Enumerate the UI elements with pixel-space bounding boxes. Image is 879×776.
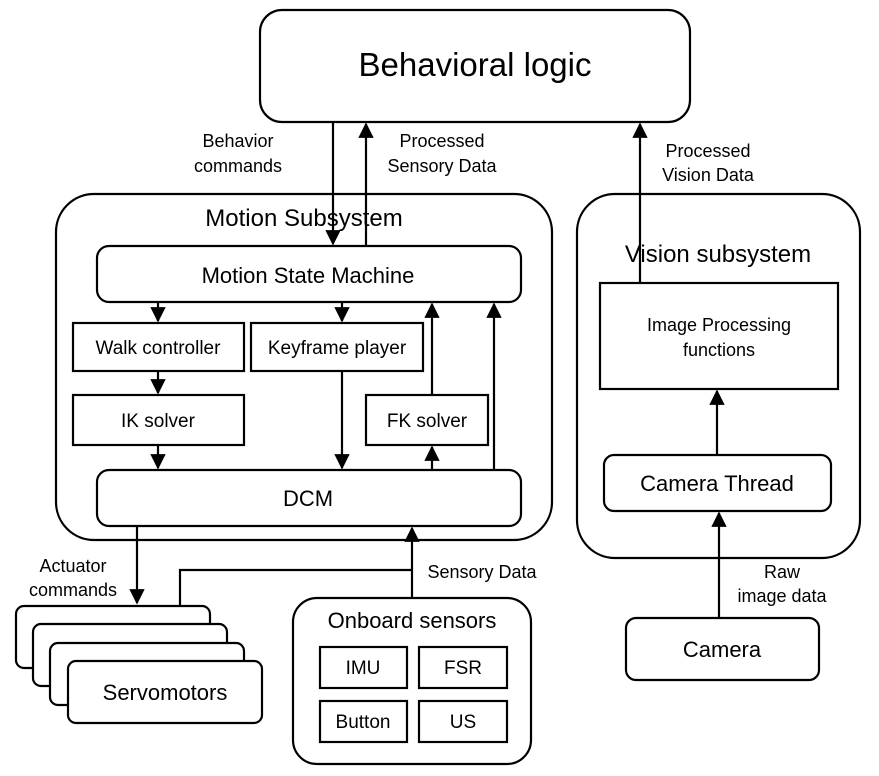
imu-label: IMU	[346, 658, 381, 679]
behavioral-logic-box	[258, 8, 692, 124]
keyframe-player-box	[249, 321, 425, 373]
behavior-commands-label-line2: commands	[194, 156, 282, 176]
fk-solver-label: FK solver	[387, 411, 468, 432]
raw-image-label-line2: image data	[737, 586, 827, 606]
motion-subsystem-label: Motion Subsystem	[205, 205, 402, 232]
camera-box	[624, 616, 821, 682]
fk-solver-box	[364, 393, 490, 447]
keyframe-player-label: Keyframe player	[268, 338, 407, 359]
us-box	[417, 699, 509, 744]
walk-controller-box	[71, 321, 246, 373]
raw-image-label-line1: Raw	[764, 562, 801, 582]
servomotor-feedback-line	[178, 568, 412, 606]
processed-sensory-label-line1: Processed	[399, 131, 484, 151]
actuator-commands-label-line2: commands	[29, 580, 117, 600]
image-processing-label-line2: functions	[683, 340, 755, 360]
sensory-data-label: Sensory Data	[427, 562, 537, 582]
processed-vision-label-line1: Processed	[665, 141, 750, 161]
behavior-commands-label-line1: Behavior	[202, 131, 273, 151]
ik-solver-label: IK solver	[121, 411, 196, 432]
image-processing-box	[598, 281, 840, 391]
dcm-box	[95, 468, 523, 528]
actuator-commands-label-line1: Actuator	[39, 556, 106, 576]
dcm-label: DCM	[283, 486, 333, 511]
fsr-label: FSR	[444, 658, 482, 679]
onboard-sensors-label: Onboard sensors	[328, 608, 497, 633]
fsr-box	[417, 645, 509, 690]
image-processing-label-line1: Image Processing	[647, 315, 791, 335]
processed-vision-label-line2: Vision Data	[662, 165, 755, 185]
us-label: US	[450, 712, 476, 733]
walk-controller-label: Walk controller	[96, 338, 222, 359]
servomotors-box	[66, 659, 264, 725]
button-box	[318, 699, 409, 744]
button-label: Button	[336, 712, 391, 733]
motion-state-machine-label: Motion State Machine	[202, 263, 415, 288]
vision-subsystem-label: Vision subsystem	[625, 241, 811, 268]
camera-thread-label: Camera Thread	[640, 471, 794, 496]
camera-label: Camera	[683, 637, 762, 662]
servomotors-label: Servomotors	[103, 680, 228, 705]
motion-state-machine-box	[95, 244, 523, 304]
processed-sensory-label-line2: Sensory Data	[387, 156, 497, 176]
behavioral-logic-label: Behavioral logic	[359, 46, 592, 83]
imu-box	[318, 645, 409, 690]
